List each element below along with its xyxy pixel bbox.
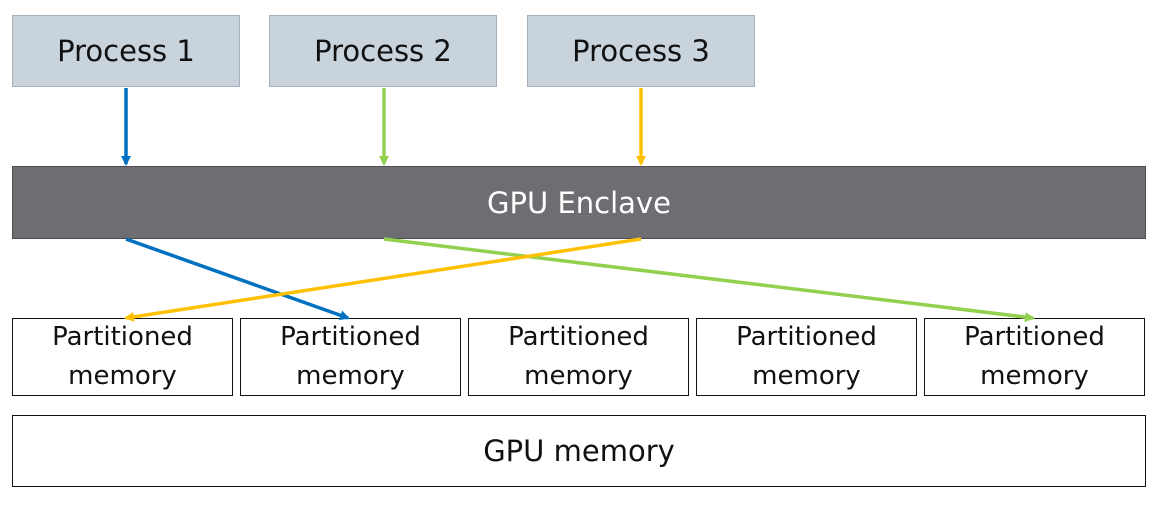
process-2-label: Process 2: [314, 34, 452, 68]
partition-5-line2: memory: [980, 361, 1089, 391]
partition-2: Partitioned memory: [240, 318, 461, 396]
gpu-enclave-label: GPU Enclave: [487, 185, 671, 220]
gpu-enclave-bar: GPU Enclave: [12, 166, 1146, 239]
partition-1-line1: Partitioned: [52, 322, 193, 352]
partition-1-line2: memory: [68, 361, 177, 391]
partition-5-line1: Partitioned: [964, 322, 1105, 352]
process-2-box: Process 2: [269, 15, 497, 87]
gpu-memory-label: GPU memory: [483, 434, 675, 468]
partition-2-line1: Partitioned: [280, 322, 421, 352]
process-3-box: Process 3: [527, 15, 755, 87]
partition-3-line2: memory: [524, 361, 633, 391]
process-3-label: Process 3: [572, 34, 710, 68]
arrow-enclave-to-partition-5: [383, 237, 1035, 322]
partition-5: Partitioned memory: [924, 318, 1145, 396]
partition-4-line1: Partitioned: [736, 322, 877, 352]
partition-4-line2: memory: [752, 361, 861, 391]
process-1-box: Process 1: [12, 15, 240, 87]
partition-2-line2: memory: [296, 361, 405, 391]
partition-4: Partitioned memory: [696, 318, 917, 396]
process-1-label: Process 1: [57, 34, 195, 68]
partition-3-line1: Partitioned: [508, 322, 649, 352]
partition-3: Partitioned memory: [468, 318, 689, 396]
gpu-memory-bar: GPU memory: [12, 415, 1146, 487]
arrow-enclave-to-partition-2: [125, 237, 350, 321]
arrow-enclave-to-partition-1: [124, 237, 642, 322]
partition-1: Partitioned memory: [12, 318, 233, 396]
